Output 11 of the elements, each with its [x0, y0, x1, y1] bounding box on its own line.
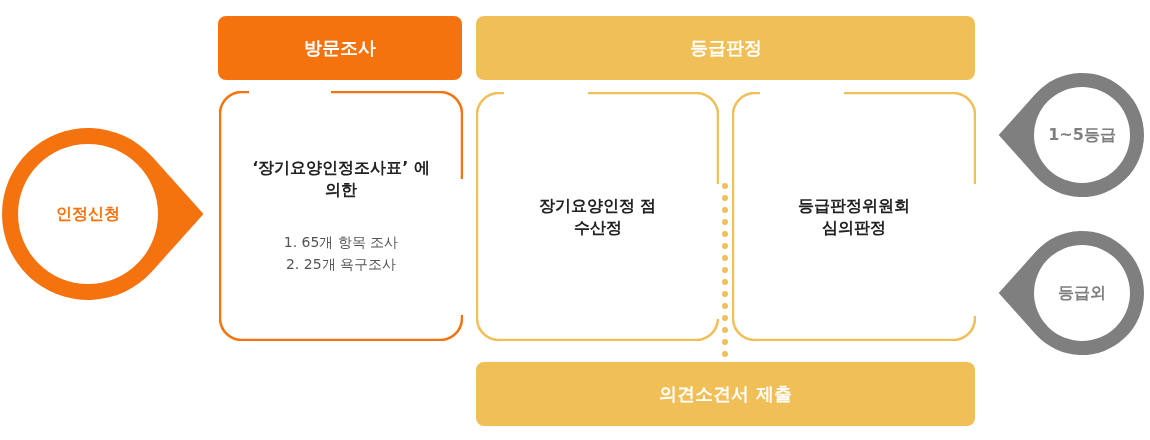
step-title: 등급판정위원회 심의판정 — [797, 194, 911, 239]
header-bar: 등급판정 — [476, 16, 975, 80]
list-item: 1. 65개 항목 조사 — [283, 233, 399, 252]
header-bar: 의견소견서 제출 — [476, 362, 975, 426]
pin-label: 등급외 — [1057, 282, 1107, 304]
pin-label: 인정신청 — [55, 203, 121, 225]
step-title: ‘장기요양인정조사표’ 에 의한 — [252, 157, 430, 201]
list-item: 2. 25개 욕구조사 — [285, 255, 397, 274]
pin-label: 1~5등급 — [1047, 124, 1117, 146]
step-title: 장기요양인정 점수산정 — [537, 194, 658, 239]
header-bar: 방문조사 — [218, 16, 462, 80]
